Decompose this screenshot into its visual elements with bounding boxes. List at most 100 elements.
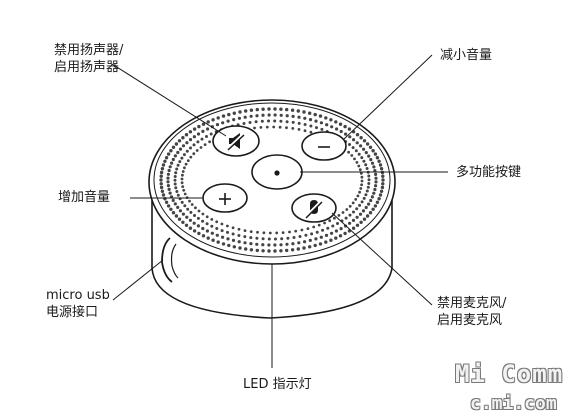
mute-speaker-button[interactable]: [212, 125, 260, 157]
grille-hole: [192, 143, 196, 147]
grille-hole: [360, 179, 364, 183]
grille-hole: [362, 147, 366, 151]
grille-hole: [177, 139, 182, 143]
grille-hole: [297, 241, 301, 245]
grille-hole: [334, 120, 338, 124]
grille-hole: [183, 204, 187, 208]
grille-hole: [181, 144, 186, 148]
grille-hole: [361, 209, 366, 213]
action-button[interactable]: [251, 154, 303, 190]
grille-hole: [238, 110, 242, 114]
grille-hole: [335, 127, 339, 131]
grille-hole: [306, 227, 310, 231]
grille-hole: [183, 166, 186, 170]
grille-hole: [337, 214, 341, 217]
grille-hole: [350, 154, 354, 157]
grille-hole: [211, 238, 215, 242]
grille-hole: [203, 143, 207, 147]
grille-hole: [253, 126, 256, 130]
grille-hole: [182, 153, 186, 157]
grille-hole: [190, 203, 194, 206]
grille-hole: [353, 157, 356, 161]
mute-mic-button[interactable]: [291, 193, 337, 223]
grille-hole: [318, 114, 323, 118]
grille-hole: [226, 119, 230, 123]
grille-hole: [249, 108, 254, 112]
grille-hole: [309, 130, 313, 134]
grille-hole: [210, 231, 214, 235]
grille-hole: [248, 121, 252, 124]
grille-hole: [338, 122, 343, 126]
grille-hole: [173, 182, 177, 186]
grille-hole: [205, 135, 208, 138]
grille-hole: [171, 145, 176, 149]
grille-hole: [370, 161, 375, 165]
grille-hole: [171, 157, 175, 162]
grille-hole: [249, 236, 253, 240]
grille-hole: [173, 202, 177, 206]
watermark-logo: Mi Comm: [455, 360, 564, 388]
grille-hole: [243, 229, 247, 233]
label-mute-speaker: 禁用扬声器/ 启用扬声器: [54, 43, 124, 75]
grille-hole: [367, 174, 371, 178]
grille-hole: [366, 185, 370, 189]
grille-hole: [348, 204, 352, 208]
grille-hole: [192, 135, 196, 139]
grille-hole: [279, 243, 283, 247]
grille-hole: [355, 133, 360, 137]
grille-hole: [273, 107, 277, 111]
grille-hole: [298, 235, 302, 238]
grille-hole: [351, 146, 355, 150]
grille-hole: [348, 221, 352, 225]
grille-hole: [339, 129, 343, 134]
grille-hole: [373, 187, 377, 192]
grille-hole: [334, 236, 338, 240]
grille-hole: [265, 125, 269, 129]
grille-hole: [377, 159, 381, 163]
grille-hole: [285, 126, 288, 130]
grille-hole: [285, 114, 289, 118]
grille-hole: [183, 192, 187, 196]
grille-hole: [285, 242, 289, 246]
grille-hole: [185, 141, 189, 145]
grille-hole: [196, 140, 200, 144]
grille-hole: [255, 248, 259, 253]
grille-hole: [237, 116, 241, 120]
grille-hole: [256, 230, 259, 234]
label-led: LED 指示灯: [243, 377, 312, 392]
grille-hole: [261, 243, 265, 247]
grille-hole: [319, 121, 323, 125]
grille-hole: [193, 214, 196, 217]
grille-hole: [255, 236, 259, 240]
grille-hole: [308, 238, 312, 242]
grille-hole: [188, 199, 191, 203]
grille-hole: [188, 130, 193, 134]
grille-hole: [303, 116, 307, 120]
grille-hole: [196, 132, 201, 136]
grille-hole: [381, 178, 385, 182]
label-volume-up: 增加音量: [58, 190, 111, 205]
grille-hole: [226, 237, 230, 241]
grille-hole: [315, 126, 318, 130]
grille-hole: [209, 132, 213, 136]
grille-hole: [184, 133, 189, 137]
grille-hole: [267, 107, 271, 111]
volume-up-button[interactable]: [202, 183, 248, 213]
grille-hole: [188, 218, 192, 222]
grille-hole: [358, 212, 363, 216]
grille-hole: [303, 123, 307, 126]
grille-hole: [367, 178, 371, 182]
grille-hole: [362, 159, 366, 163]
volume-down-button[interactable]: [301, 131, 347, 161]
grille-hole: [201, 234, 206, 238]
grille-hole: [313, 243, 317, 248]
grille-hole: [354, 149, 358, 153]
callout-line-volume-down: [342, 54, 433, 141]
grille-hole: [285, 107, 289, 112]
grille-hole: [362, 196, 366, 200]
grille-hole: [216, 240, 220, 244]
grille-hole: [343, 231, 347, 236]
grille-hole: [174, 214, 179, 218]
grille-hole: [205, 229, 209, 233]
grille-hole: [166, 204, 171, 208]
